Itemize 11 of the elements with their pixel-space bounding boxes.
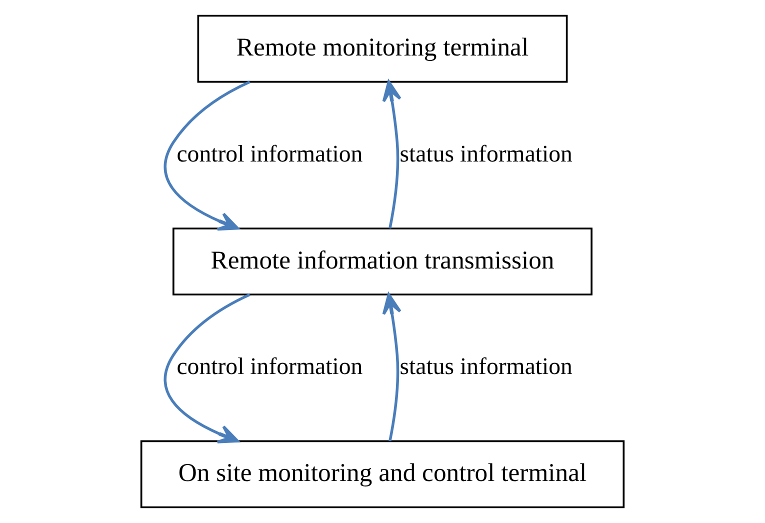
arrow — [164, 293, 250, 444]
node-box: On site monitoring and control terminal — [140, 440, 625, 508]
edge-label: control information — [176, 354, 363, 380]
edge-label: status information — [400, 354, 572, 380]
node-box: Remote information transmission — [172, 228, 592, 296]
node-box: Remote monitoring terminal — [197, 14, 568, 83]
arrow — [382, 80, 402, 229]
arrow — [164, 80, 250, 231]
edge-label: control information — [176, 141, 363, 168]
edge-label: status information — [400, 141, 572, 168]
arrow — [382, 293, 402, 442]
